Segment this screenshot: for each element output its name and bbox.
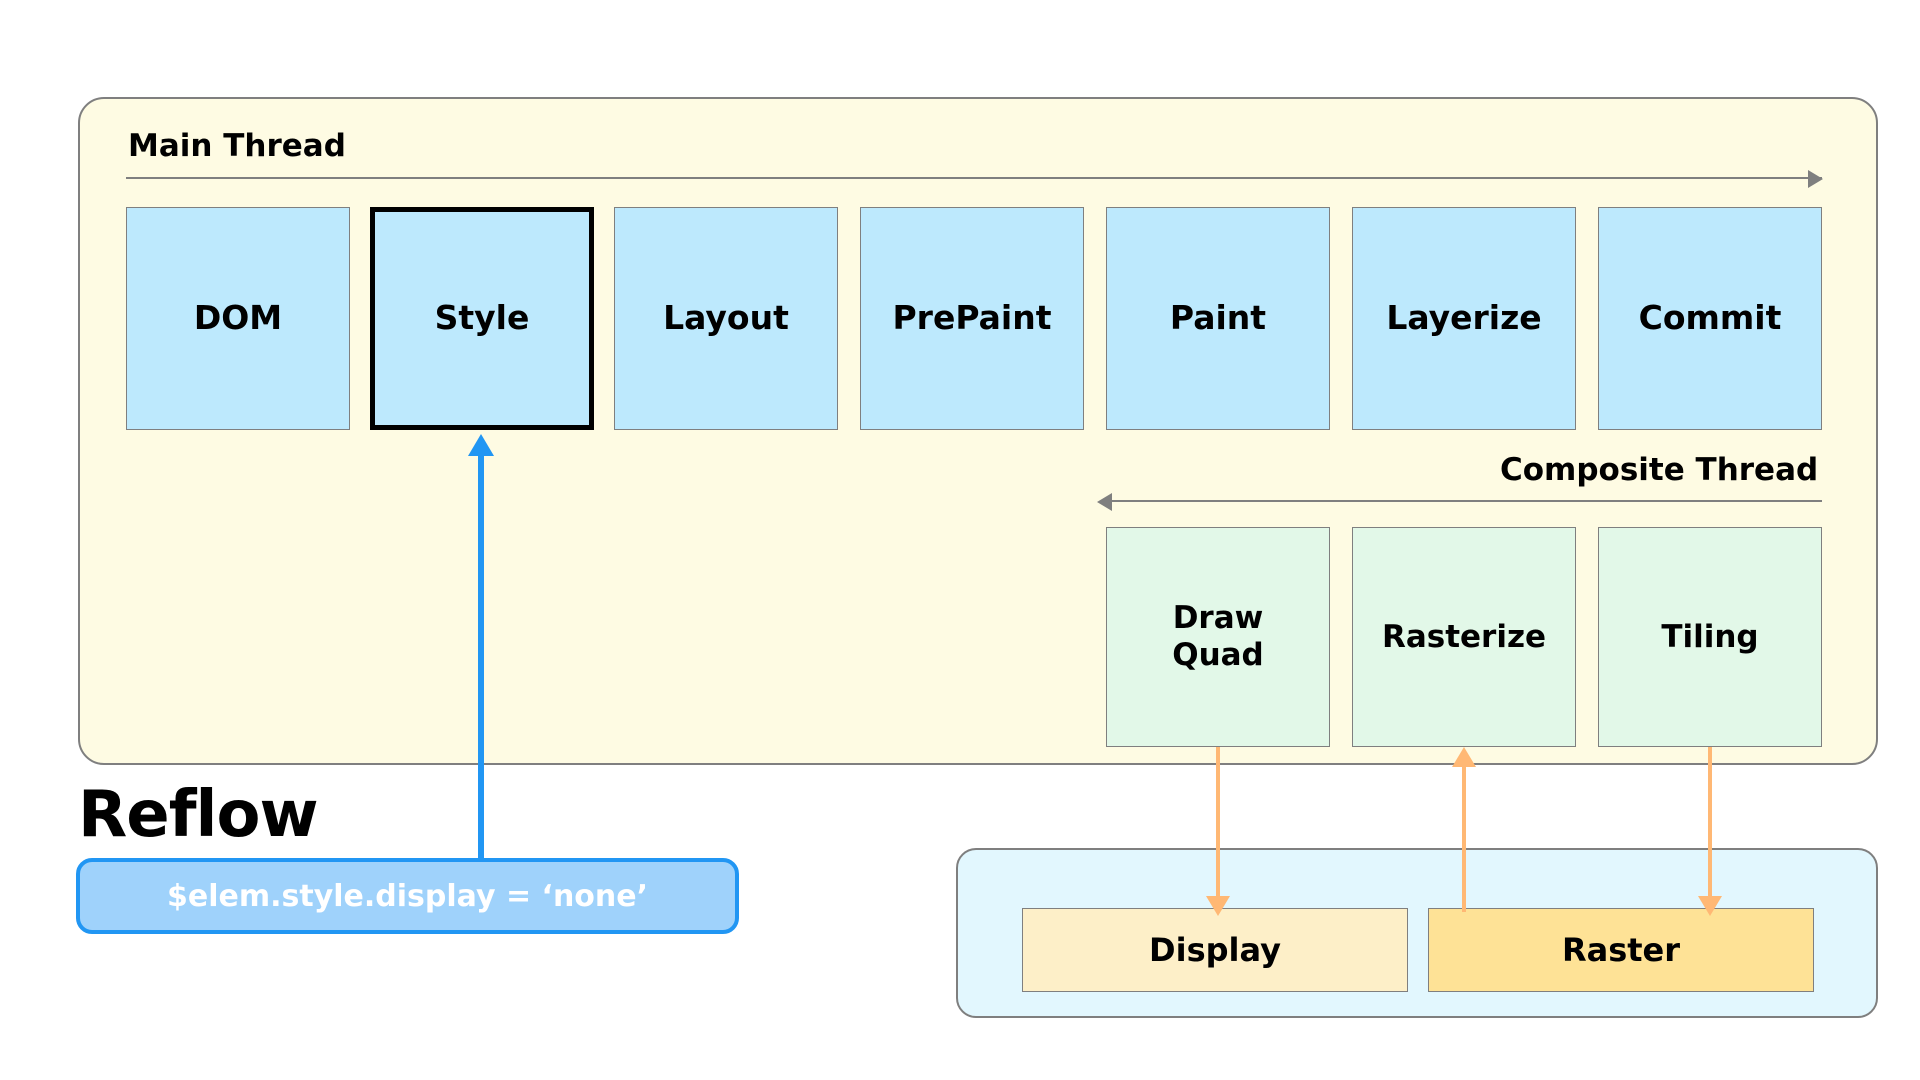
stage-box-layout[interactable]: Layout bbox=[614, 207, 838, 430]
stage-label-line1: Draw bbox=[1172, 600, 1264, 637]
main-thread-axis-line bbox=[126, 177, 1822, 179]
arrow-down-icon bbox=[1206, 896, 1230, 916]
arrow-down-icon bbox=[1698, 896, 1722, 916]
code-to-style-connector-line bbox=[478, 452, 484, 860]
stage-label: PrePaint bbox=[892, 298, 1052, 338]
composite-thread-label: Composite Thread bbox=[1500, 452, 1819, 488]
stage-box-tiling[interactable]: Tiling bbox=[1598, 527, 1822, 747]
composite-thread-axis-line bbox=[1110, 500, 1822, 502]
drawquad-to-display-connector-line bbox=[1216, 747, 1220, 901]
gpu-box-label: Raster bbox=[1561, 931, 1681, 969]
gpu-box-display[interactable]: Display bbox=[1022, 908, 1408, 992]
stage-box-rasterize[interactable]: Rasterize bbox=[1352, 527, 1576, 747]
stage-label: Commit bbox=[1638, 298, 1782, 338]
stage-box-draw-quad[interactable]: Draw Quad bbox=[1106, 527, 1330, 747]
stage-label: DOM bbox=[193, 298, 283, 338]
stage-label: Layerize bbox=[1386, 298, 1542, 338]
stage-label: Paint bbox=[1169, 298, 1267, 338]
arrow-up-icon bbox=[468, 434, 494, 456]
code-snippet-pill[interactable]: $elem.style.display = ‘none’ bbox=[76, 858, 739, 934]
gpu-box-raster[interactable]: Raster bbox=[1428, 908, 1814, 992]
stage-box-dom[interactable]: DOM bbox=[126, 207, 350, 430]
stage-label: Rasterize bbox=[1381, 618, 1547, 655]
page-title: Reflow bbox=[78, 778, 319, 852]
stage-box-style[interactable]: Style bbox=[370, 207, 594, 430]
stage-label: Tiling bbox=[1661, 618, 1759, 655]
stage-label: Layout bbox=[663, 298, 789, 338]
gpu-box-label: Display bbox=[1149, 931, 1281, 969]
stage-box-prepaint[interactable]: PrePaint bbox=[860, 207, 1084, 430]
arrow-right-icon bbox=[1808, 170, 1823, 188]
stage-label-line2: Quad bbox=[1172, 637, 1264, 673]
raster-to-rasterize-connector-line bbox=[1462, 766, 1466, 912]
stage-box-paint[interactable]: Paint bbox=[1106, 207, 1330, 430]
main-thread-label: Main Thread bbox=[128, 128, 346, 164]
arrow-left-icon bbox=[1097, 493, 1112, 511]
arrow-up-icon bbox=[1452, 747, 1476, 767]
stage-box-layerize[interactable]: Layerize bbox=[1352, 207, 1576, 430]
tiling-to-raster-connector-line bbox=[1708, 747, 1712, 901]
stage-label: Style bbox=[434, 298, 530, 338]
stage-box-commit[interactable]: Commit bbox=[1598, 207, 1822, 430]
